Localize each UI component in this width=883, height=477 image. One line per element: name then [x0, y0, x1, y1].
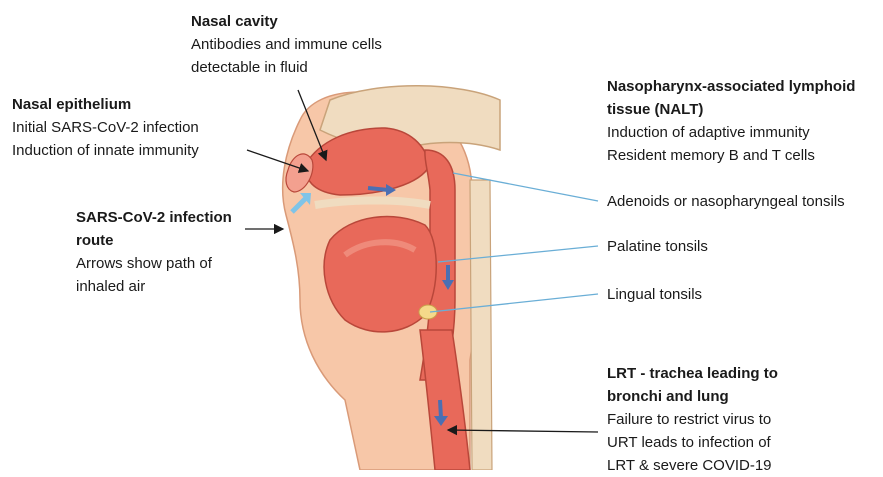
label-nasal-cavity: Nasal cavity Antibodies and immune cells…: [191, 10, 382, 79]
nalt-line-2: Resident memory B and T cells: [607, 144, 855, 167]
airflow-arrow-nasal: [368, 188, 388, 190]
nasal-cavity-line-1: Antibodies and immune cells: [191, 33, 382, 56]
infection-route-line-1: Arrows show path of: [76, 252, 232, 275]
nasal-cavity-title: Nasal cavity: [191, 10, 382, 33]
lrt-title-2: bronchi and lung: [607, 385, 778, 408]
label-palatine-tonsils: Palatine tonsils: [607, 235, 708, 258]
nasal-epithelium-line-1: Initial SARS-CoV-2 infection: [12, 116, 199, 139]
lrt-line-2: URT leads to infection of: [607, 431, 778, 454]
nalt-title-1: Nasopharynx-associated lymphoid: [607, 75, 855, 98]
label-nalt: Nasopharynx-associated lymphoid tissue (…: [607, 75, 855, 167]
nalt-line-1: Induction of adaptive immunity: [607, 121, 855, 144]
nasal-epithelium-title: Nasal epithelium: [12, 93, 199, 116]
infection-route-line-2: inhaled air: [76, 275, 232, 298]
adenoids-text: Adenoids or nasopharyngeal tonsils: [607, 190, 845, 213]
infection-route-title-2: route: [76, 229, 232, 252]
lrt-line-3: LRT & severe COVID-19: [607, 454, 778, 477]
nalt-title-2: tissue (NALT): [607, 98, 855, 121]
label-nasal-epithelium: Nasal epithelium Initial SARS-CoV-2 infe…: [12, 93, 199, 162]
infection-route-title-1: SARS-CoV-2 infection: [76, 206, 232, 229]
label-lingual-tonsils: Lingual tonsils: [607, 283, 702, 306]
lrt-title-1: LRT - trachea leading to: [607, 362, 778, 385]
spine: [470, 180, 492, 470]
nasal-epithelium-line-2: Induction of innate immunity: [12, 139, 199, 162]
palate: [315, 200, 430, 205]
lrt-line-1: Failure to restrict virus to: [607, 408, 778, 431]
palatine-text: Palatine tonsils: [607, 235, 708, 258]
label-infection-route: SARS-CoV-2 infection route Arrows show p…: [76, 206, 232, 298]
airflow-arrow-trachea: [440, 400, 441, 418]
nasal-cavity-line-2: detectable in fluid: [191, 56, 382, 79]
label-adenoids: Adenoids or nasopharyngeal tonsils: [607, 190, 845, 213]
label-lrt: LRT - trachea leading to bronchi and lun…: [607, 362, 778, 477]
lingual-text: Lingual tonsils: [607, 283, 702, 306]
